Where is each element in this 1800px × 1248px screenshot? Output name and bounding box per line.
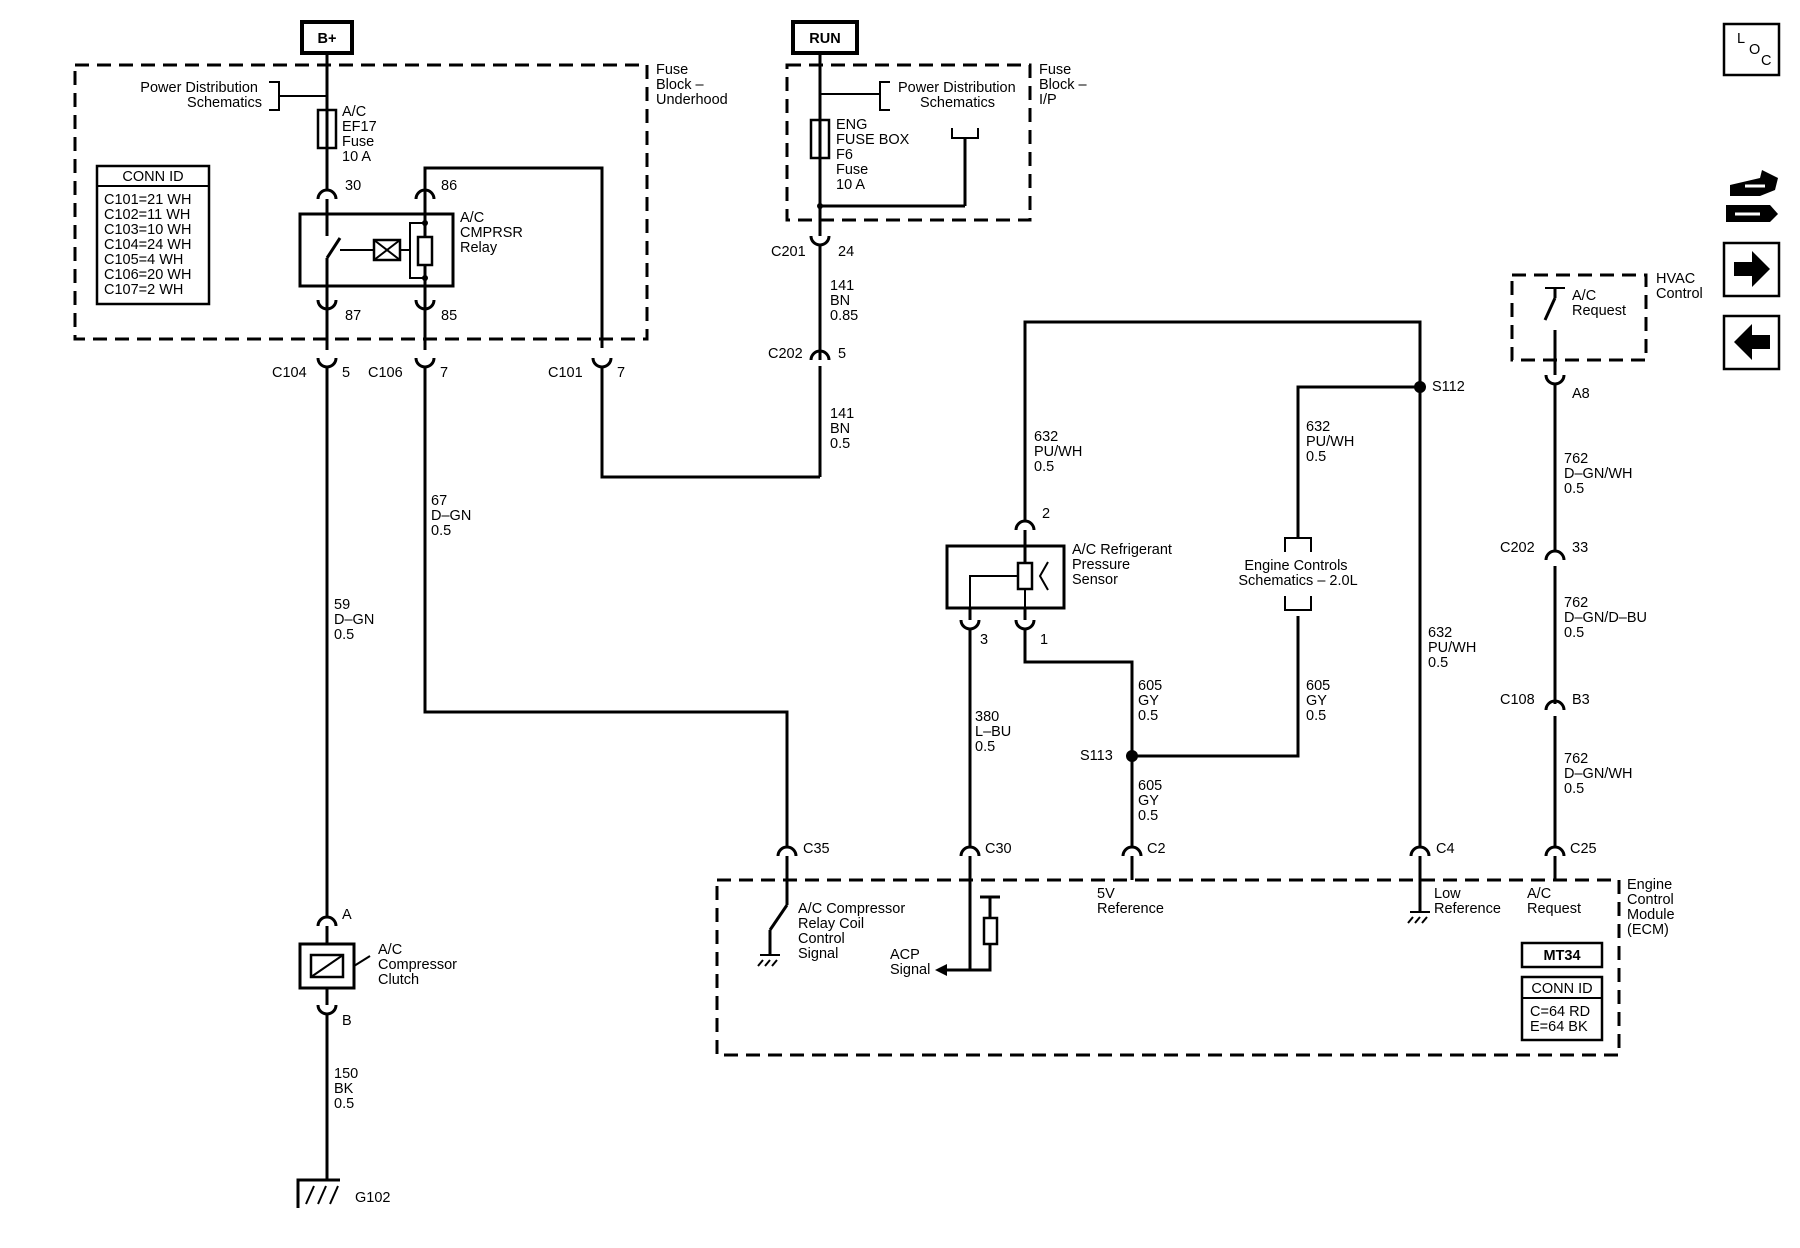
relay-label: A/C CMPRSR Relay (460, 210, 527, 256)
pds-ref-ip: Power Distribution Schematics (898, 80, 1020, 111)
sensor-pin-2: 2 (1042, 506, 1050, 522)
bplus-source: B+ (300, 20, 354, 55)
clutch-pin-b: B (342, 1013, 352, 1029)
c104-pin: 5 (342, 365, 350, 381)
c202-b-pin: 33 (1572, 540, 1588, 556)
fuse-block-ip-title: Fuse Block – I/P (1039, 62, 1091, 108)
c101-pin: 7 (617, 365, 625, 381)
splice-s113-label: S113 (1080, 748, 1113, 764)
ground-label: G102 (355, 1190, 390, 1206)
fuse-block-underhood-title: Fuse Block – Underhood (656, 62, 728, 108)
hvac-switch-label: A/C Request (1572, 288, 1626, 319)
ecm-relay-signal-label: A/C Compressor Relay Coil Control Signal (798, 901, 909, 962)
wire-380-label: 380 L–BU 0.5 (975, 709, 1015, 755)
c201-pin: 24 (838, 244, 854, 260)
loc-button[interactable]: L O C (1722, 22, 1781, 77)
hvac-control-outline (1510, 273, 1648, 362)
c101-label: C101 (548, 365, 583, 381)
wire-150-label: 150 BK 0.5 (334, 1066, 362, 1112)
pds-ref-underhood: Power Distribution Schematics (140, 80, 262, 111)
fuse-block-ip-outline (785, 63, 1032, 222)
clutch-label: A/C Compressor Clutch (378, 942, 461, 988)
sensor-label: A/C Refrigerant Pressure Sensor (1072, 542, 1176, 588)
ac-cmprsr-relay-symbol (298, 212, 455, 288)
c25-label: C25 (1570, 841, 1597, 857)
c106-label: C106 (368, 365, 403, 381)
wire-762-b-label: 762 D–GN/D–BU 0.5 (1564, 595, 1651, 641)
wire-632-b-label: 632 PU/WH 0.5 (1306, 419, 1358, 465)
ecm-module-id: MT34 (1543, 948, 1580, 964)
c4-label: C4 (1436, 841, 1455, 857)
c202-b-label: C202 (1500, 540, 1535, 556)
engine-controls-ref: Engine Controls Schematics – 2.0L (1238, 558, 1357, 589)
ecm-conn-header: CONN ID (1531, 981, 1592, 997)
c108-label: C108 (1500, 692, 1535, 708)
fuse-block-underhood-outline (73, 63, 649, 341)
splice-s112-label: S112 (1432, 379, 1465, 395)
ecm-conn-rows: C=64 RD E=64 BK (1530, 1004, 1594, 1035)
wire-605-b-label: 605 GY 0.5 (1306, 678, 1334, 724)
conn-id-header: CONN ID (122, 169, 183, 185)
c108-pin: B3 (1572, 692, 1590, 708)
c201-label: C201 (771, 244, 806, 260)
loc-c: C (1761, 53, 1771, 69)
wire-762-a-label: 762 D–GN/WH 0.5 (1564, 451, 1637, 497)
wire-141-b-label: 141 BN 0.5 (830, 406, 858, 452)
relay-pin-86: 86 (441, 178, 457, 194)
relay-pin-85: 85 (441, 308, 457, 324)
c106-pin: 7 (440, 365, 448, 381)
fuse-f6-label: ENG FUSE BOX F6 Fuse 10 A (836, 117, 913, 193)
run-label: RUN (809, 31, 840, 47)
c104-label: C104 (272, 365, 307, 381)
c2-label: C2 (1147, 841, 1166, 857)
c202-a-pin: 5 (838, 346, 846, 362)
wire-632-a-label: 632 PU/WH 0.5 (1034, 429, 1086, 475)
clutch-pin-a: A (342, 907, 352, 923)
ac-refrigerant-pressure-sensor-symbol (945, 544, 1066, 610)
wire-141-a-label: 141 BN 0.85 (830, 278, 858, 324)
bplus-label: B+ (318, 31, 337, 47)
wire-59-label: 59 D–GN 0.5 (334, 597, 378, 643)
ecm-title: Engine Control Module (ECM) (1627, 877, 1679, 938)
loc-o: O (1749, 42, 1760, 58)
hvac-control-title: HVAC Control (1656, 271, 1703, 302)
conn-id-table-underhood: CONN ID C101=21 WH C102=11 WH C103=10 WH… (95, 164, 211, 306)
wire-67-label: 67 D–GN 0.5 (431, 493, 475, 539)
previous-page-arrow-icon[interactable] (1722, 314, 1781, 371)
conn-id-rows: C101=21 WH C102=11 WH C103=10 WH C104=24… (104, 192, 195, 298)
ground-g102-symbol (296, 1178, 340, 1208)
wire-605-a-label: 605 GY 0.5 (1138, 678, 1166, 724)
fuse-ef17-label: A/C EF17 Fuse 10 A (342, 104, 381, 165)
ref5v-label: 5V Reference (1097, 886, 1164, 917)
next-page-arrow-icon[interactable] (1722, 241, 1781, 298)
wire-632-c-label: 632 PU/WH 0.5 (1428, 625, 1480, 671)
c202-a-label: C202 (768, 346, 803, 362)
connector-view-icon[interactable] (1726, 170, 1778, 222)
run-source: RUN (791, 20, 859, 55)
a8-label: A8 (1572, 386, 1590, 402)
ecm-ac-request-label: A/C Request (1527, 886, 1581, 917)
sensor-pin-1: 1 (1040, 632, 1048, 648)
c30-label: C30 (985, 841, 1012, 857)
low-reference-label: Low Reference (1434, 886, 1501, 917)
acp-signal-label: ACP Signal (890, 947, 930, 978)
relay-pin-30: 30 (345, 178, 361, 194)
c35-label: C35 (803, 841, 830, 857)
ac-compressor-clutch-symbol (298, 942, 371, 990)
sensor-pin-3: 3 (980, 632, 988, 648)
conn-id-table-ecm: CONN ID C=64 RD E=64 BK (1520, 975, 1604, 1042)
wire-605-c-label: 605 GY 0.5 (1138, 778, 1166, 824)
loc-l: L (1737, 31, 1745, 47)
relay-pin-87: 87 (345, 308, 361, 324)
ecm-module-id-box: MT34 (1520, 941, 1604, 969)
ecm-outline (715, 878, 1621, 1057)
wire-762-c-label: 762 D–GN/WH 0.5 (1564, 751, 1637, 797)
